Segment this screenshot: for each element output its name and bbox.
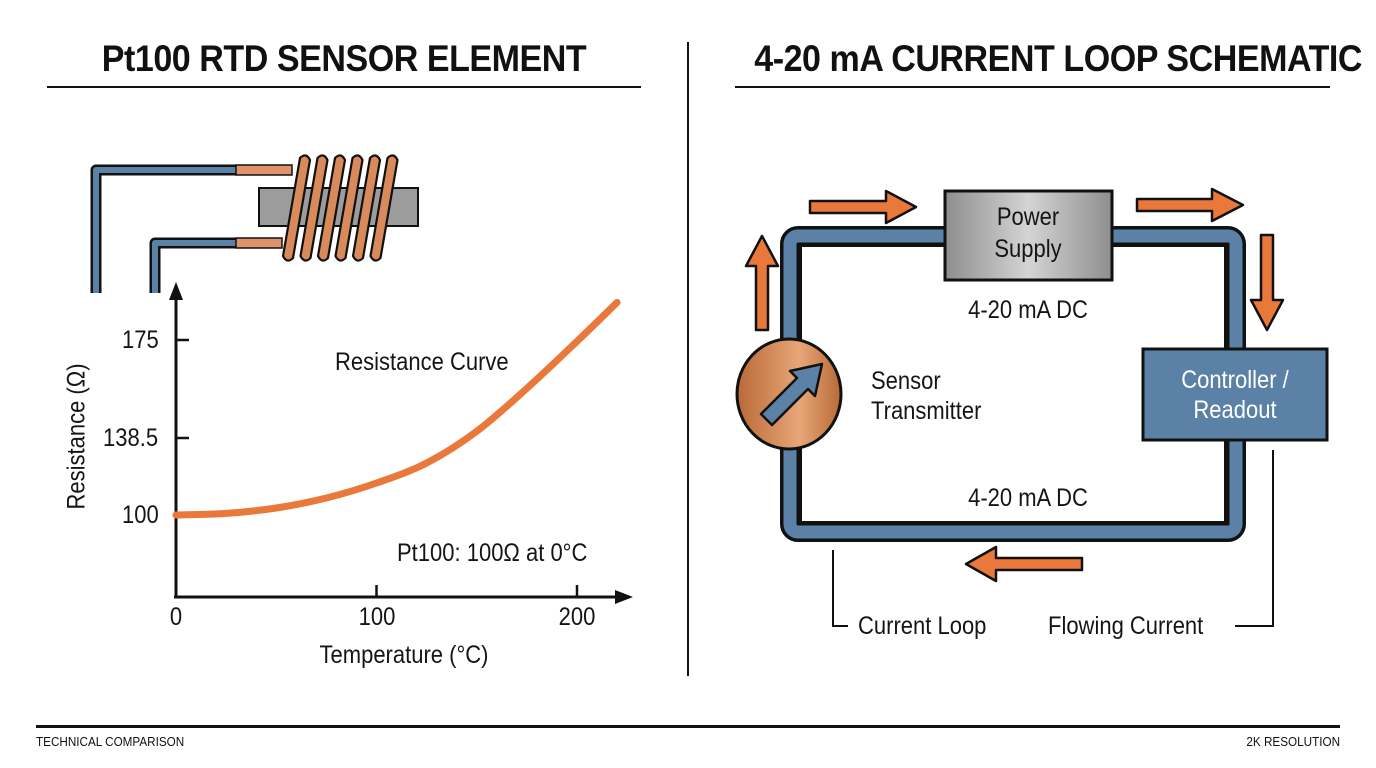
footer-rule [36, 725, 1340, 728]
controller-label-line1: Controller / [1181, 366, 1289, 394]
lead-wire-outer [90, 164, 293, 294]
footer-right-label: 2K RESOLUTION [1246, 734, 1340, 749]
platinum-coil [281, 154, 399, 262]
footer-left-label: TECHNICAL COMPARISON [36, 734, 185, 749]
x-tick-label-0: 0 [169, 603, 183, 631]
power-supply-label-line2: Supply [994, 235, 1062, 263]
controller-box [1141, 347, 1329, 442]
flowing-current-callout-line [1235, 450, 1274, 627]
panel-divider [687, 42, 689, 676]
right-panel-title: 4-20 mA CURRENT LOOP SCHEMATIC [754, 38, 1363, 79]
y-tick-label-175: 175 [122, 326, 159, 354]
x-axis-title: Temperature (°C) [319, 641, 489, 669]
power-supply-label-line1: Power [996, 203, 1060, 231]
sensor-transmitter-label-line1: Sensor [871, 367, 941, 395]
y-tick-label-100: 100 [122, 501, 159, 529]
flowing-current-callout: Flowing Current [1048, 612, 1204, 640]
flow-arrow-right-down [1249, 233, 1285, 332]
top-current-label: 4-20 mA DC [968, 296, 1088, 324]
current-loop-callout: Current Loop [858, 612, 987, 640]
lead-wire-inner [149, 237, 283, 294]
coil-turn [334, 154, 364, 262]
chart-annotation: Pt100: 100Ω at 0°C [397, 539, 588, 567]
sensor-transmitter-label-line2: Transmitter [871, 397, 982, 425]
controller-label-line2: Readout [1193, 396, 1277, 424]
transmitter-arrow-icon [759, 362, 824, 427]
right-title-underline [735, 86, 1330, 88]
bottom-current-label: 4-20 mA DC [968, 484, 1088, 512]
current-loop-callout-line [832, 550, 848, 627]
coil-turn [299, 154, 329, 262]
power-supply-box [943, 189, 1114, 282]
x-axis-arrowhead [615, 590, 633, 604]
coil-turn [351, 154, 382, 262]
curve-legend-label: Resistance Curve [335, 348, 509, 376]
coil-turn [369, 154, 399, 262]
sensor-transmitter [735, 337, 843, 451]
y-tick-label-138-5: 138.5 [103, 424, 159, 452]
flow-arrow-top-left [808, 189, 918, 225]
x-tick-label-100: 100 [358, 603, 396, 631]
flow-arrow-bottom-left [964, 545, 1084, 583]
left-panel-title: Pt100 RTD SENSOR ELEMENT [101, 38, 587, 79]
flow-arrow-top-right [1135, 187, 1245, 223]
coil-turn [316, 154, 347, 262]
x-tick-label-200: 200 [558, 603, 596, 631]
flow-arrow-left-up [744, 234, 780, 332]
coil-turn [281, 154, 312, 262]
y-axis-arrowhead [169, 282, 183, 300]
resistance-curve-line [172, 298, 621, 519]
left-title-underline [47, 86, 641, 88]
